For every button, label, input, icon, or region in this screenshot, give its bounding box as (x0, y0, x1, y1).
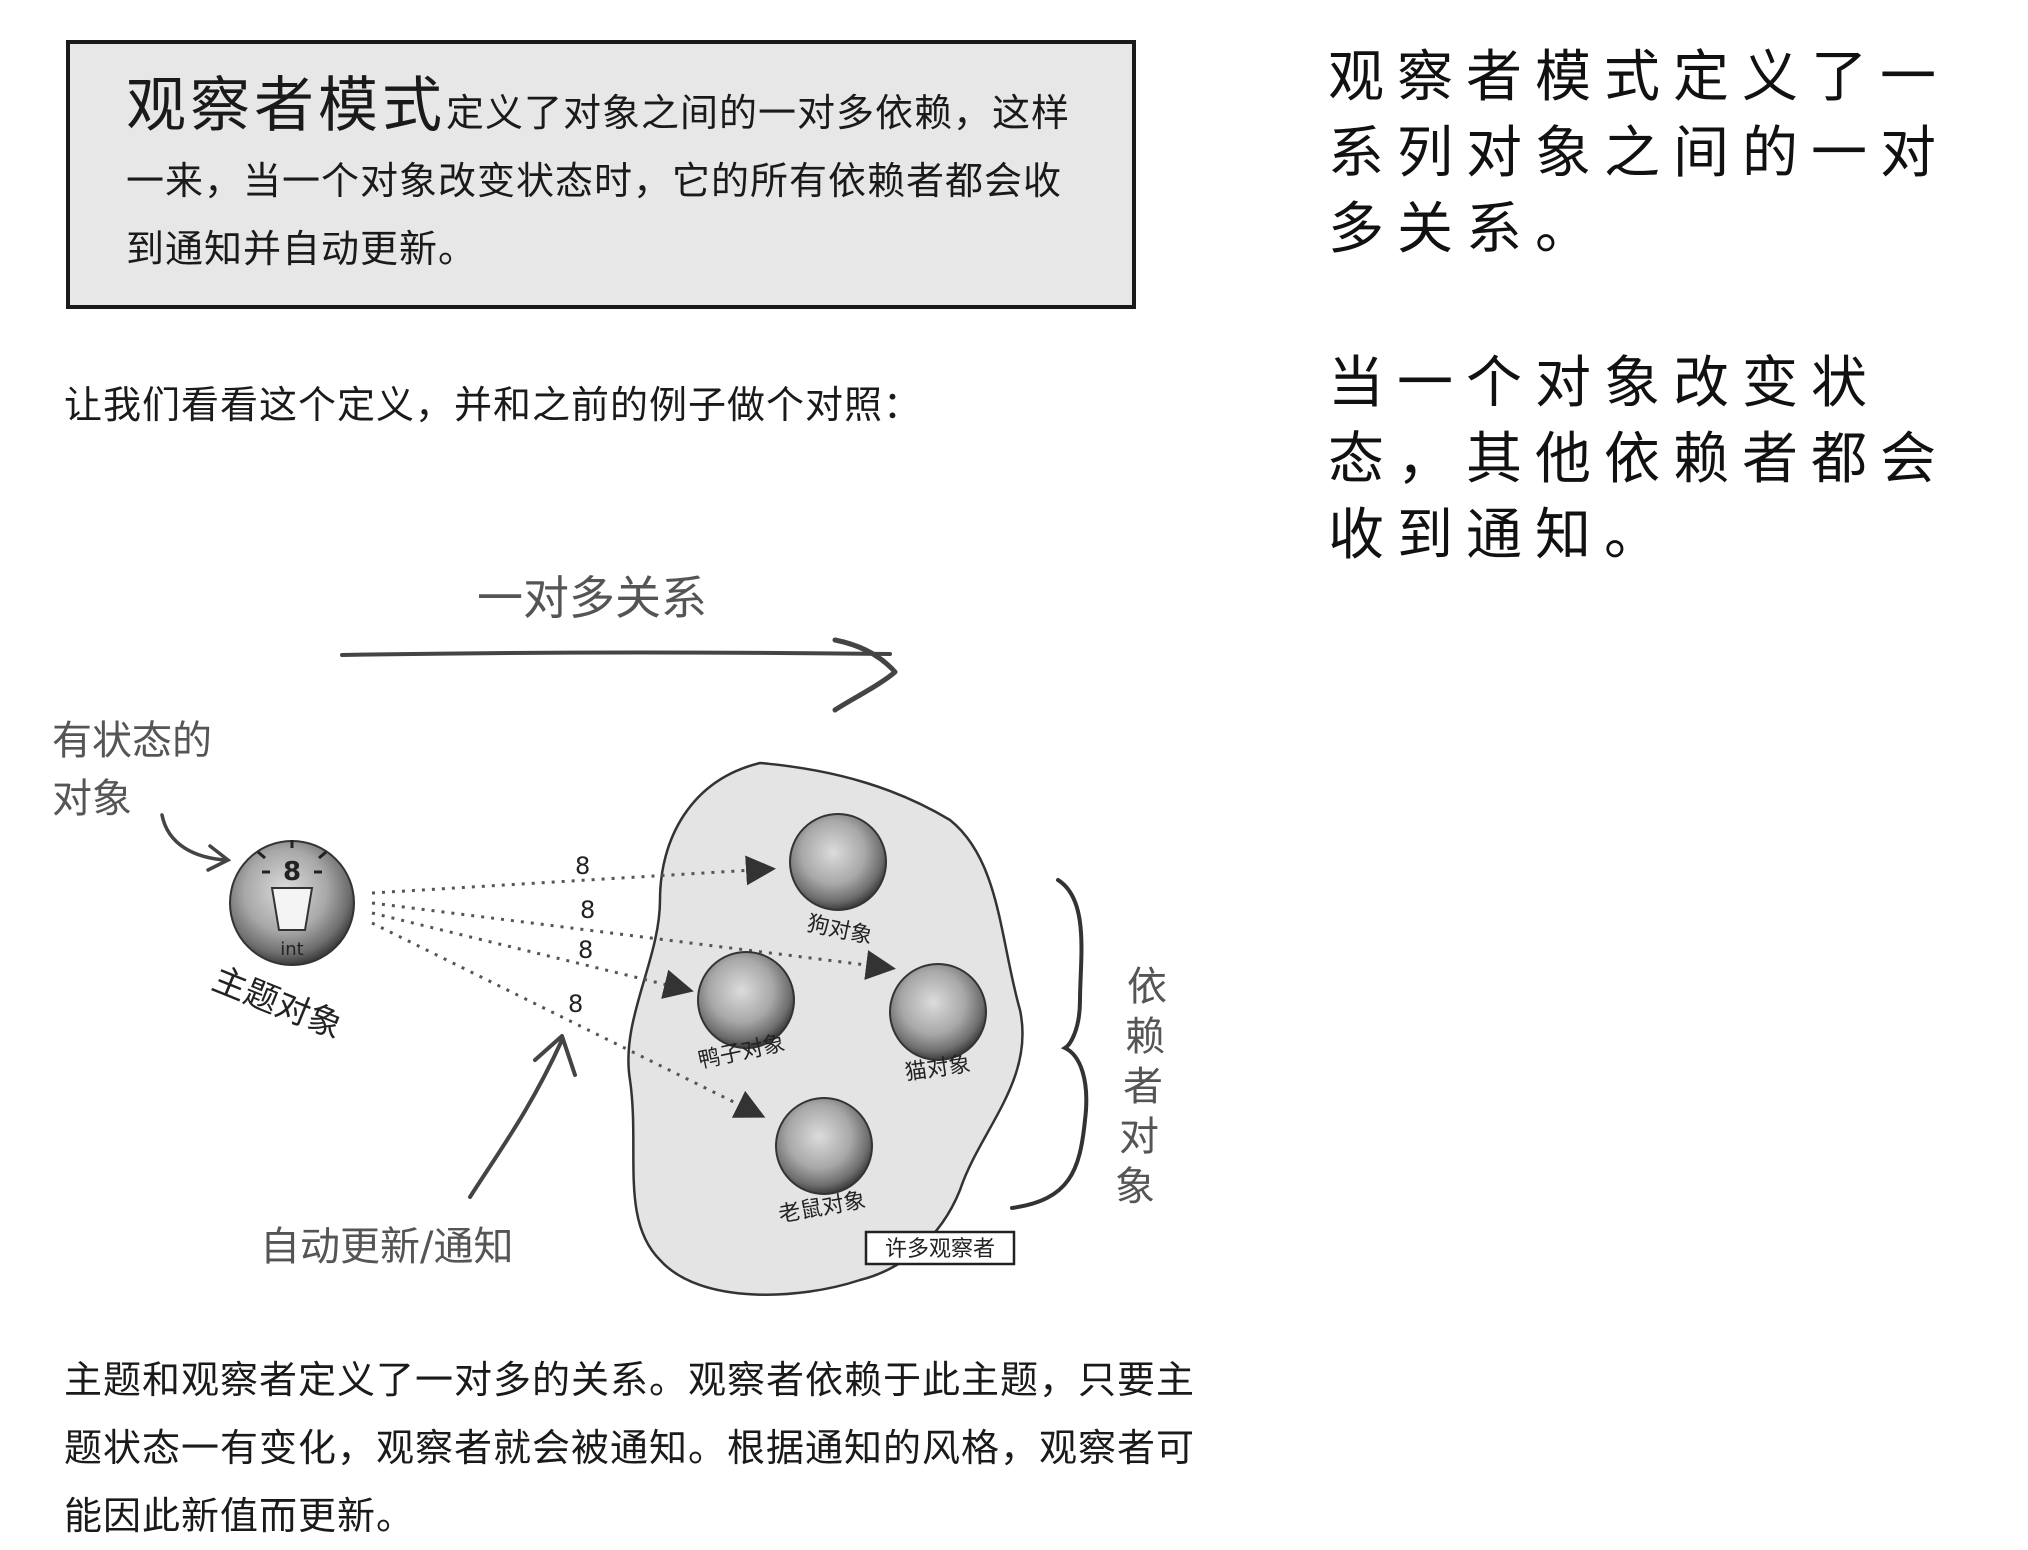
message-line-cat (371, 901, 896, 980)
stateful-label-line2: 对象 (52, 776, 132, 822)
many-observers-tag: 许多观察者 (864, 1230, 1016, 1266)
subject-value: 8 (283, 857, 301, 887)
many-observers-label: 许多观察者 (885, 1237, 995, 1262)
message-value-mouse: 8 (568, 990, 583, 1018)
definition-box: 观察者模式定义了对象之间的一对多依赖，这样一来，当一个对象改变状态时，它的所有依… (66, 40, 1136, 309)
stateful-arrow (160, 813, 228, 862)
dependents-brace (1010, 878, 1089, 1210)
subject-label: 主题对象 (207, 959, 348, 1047)
update-arrowhead (533, 1034, 577, 1077)
arrow-label: 一对多关系 (477, 571, 707, 625)
observer-cat: 猫对象 (889, 963, 987, 1086)
definition-text: 观察者模式定义了对象之间的一对多依赖，这样一来，当一个对象改变状态时，它的所有依… (126, 72, 1096, 283)
message-line-duck (371, 911, 694, 999)
subject-object: 8 int (229, 840, 355, 966)
intro-text: 让我们看看这个定义，并和之前的例子做个对照： (64, 383, 923, 427)
update-arrow (468, 1038, 564, 1199)
message-value-dog: 8 (575, 852, 590, 880)
observer-dog: 狗对象 (789, 813, 887, 950)
dependents-char-1: 依 (1127, 964, 1167, 1010)
summary-text: 主题和观察者定义了一对多的关系。观察者依赖于此主题，只要主题状态一有变化，观察者… (64, 1358, 1196, 1538)
dependents-char-2: 赖 (1125, 1014, 1165, 1060)
message-line-mouse (371, 921, 766, 1118)
dependents-char-4: 对 (1119, 1114, 1159, 1160)
definition-body: 定义了对象之间的一对多依赖，这样一来，当一个对象改变状态时，它的所有依赖者都会收… (126, 91, 1071, 271)
message-line-dog (371, 855, 776, 895)
message-value-duck: 8 (578, 936, 593, 964)
side-note-1: 观察者模式定义了一系列对象之间的一对多关系。 (1328, 45, 1949, 262)
observer-mouse: 老鼠对象 (775, 1097, 873, 1228)
stateful-label-line1: 有状态的 (52, 718, 212, 764)
subject-type: int (280, 939, 303, 960)
one-to-many-arrowhead (832, 637, 898, 713)
stateful-arrowhead (206, 844, 232, 872)
message-value-cat: 8 (580, 896, 595, 924)
dependents-char-3: 者 (1123, 1064, 1163, 1110)
observer-group-blob (627, 761, 1024, 1296)
dependents-char-5: 象 (1115, 1164, 1155, 1210)
one-to-many-arrow (340, 650, 892, 657)
definition-term: 观察者模式 (126, 71, 446, 141)
side-note-2: 当一个对象改变状态，其他依赖者都会收到通知。 (1328, 351, 1949, 568)
update-label: 自动更新/通知 (260, 1224, 513, 1270)
observer-duck: 鸭子对象 (696, 951, 795, 1074)
